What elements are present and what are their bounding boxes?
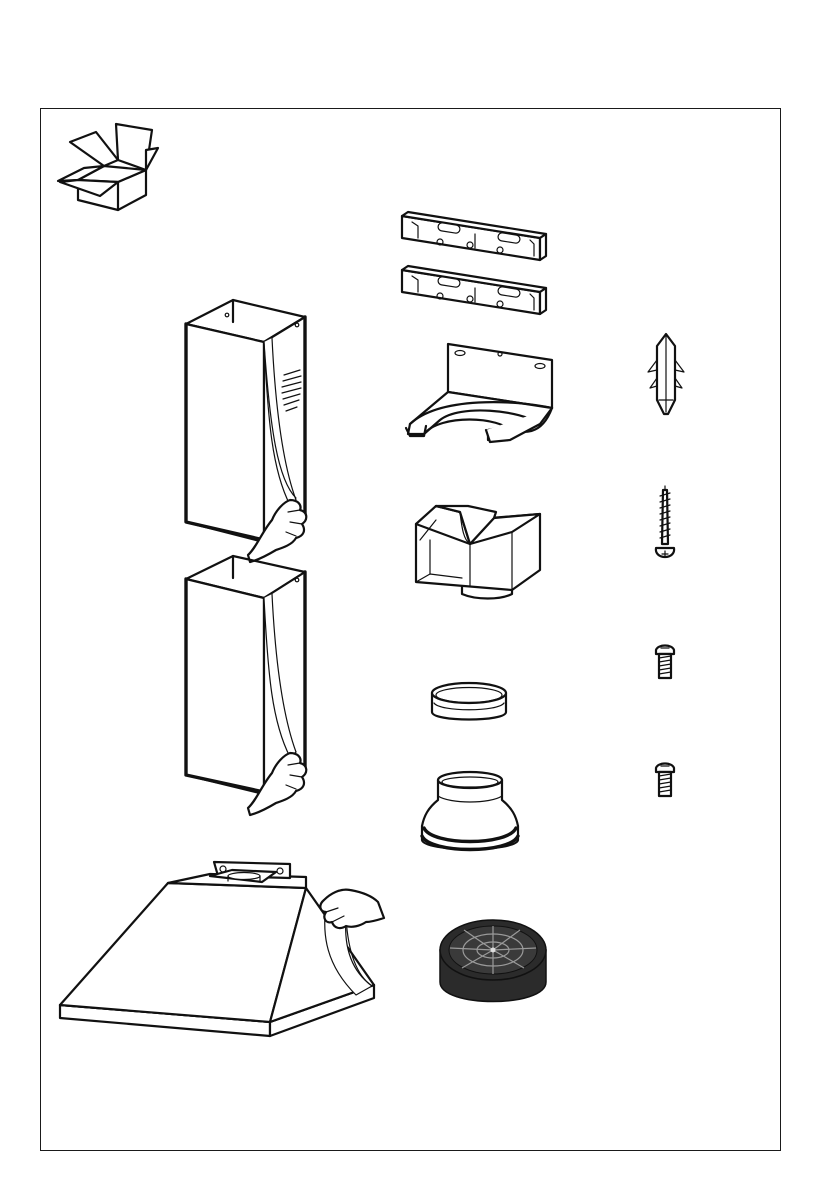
open-cardboard-box-icon [58, 124, 158, 210]
u-shaped-support-bracket-icon [406, 344, 552, 442]
reducer-adapter-icon [422, 772, 518, 850]
flange-ring-icon [432, 683, 506, 720]
wood-screw-icon [656, 486, 674, 557]
hood-canopy-peel-film-icon [60, 862, 384, 1036]
machine-screw-icon [656, 646, 674, 679]
carbon-filter-icon [440, 920, 546, 1002]
chimney-section-peel-film-icon [186, 556, 306, 815]
wall-plug-icon [648, 334, 684, 414]
wall-bracket-icon [402, 212, 546, 260]
air-deflector-icon [416, 506, 540, 599]
machine-screw-icon [656, 764, 674, 797]
chimney-section-peel-film-icon [186, 300, 306, 562]
wall-bracket-icon [402, 266, 546, 314]
